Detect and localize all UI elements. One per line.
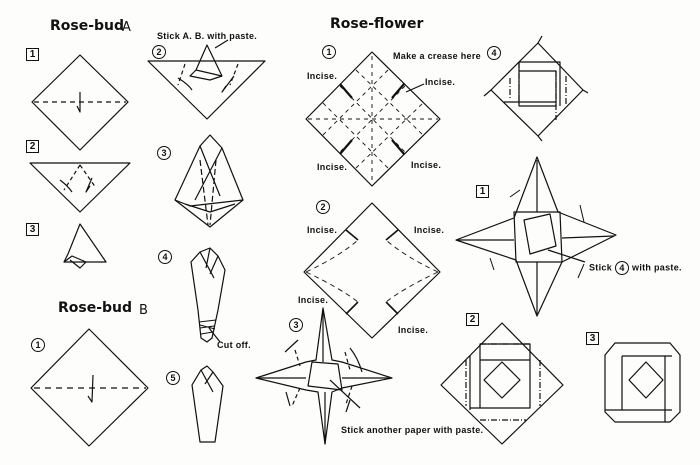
- incise-label: Incise.: [317, 162, 348, 172]
- stick-4-pre: Stick: [589, 262, 613, 273]
- make-crease-label: Make a crease here: [393, 51, 481, 61]
- rosebud-a-step3-diagram: [63, 223, 107, 269]
- rosebud-a-step-1: 1: [26, 48, 39, 61]
- incise-label: Incise.: [398, 325, 429, 335]
- roseflower-assembly-step-1: 1: [476, 185, 489, 198]
- roseflower-step-2: 2: [316, 200, 330, 214]
- roseflower-assembly-step-3: 3: [586, 332, 599, 345]
- roseflower-assembly2-diagram: [440, 322, 564, 445]
- rosebud-a-step2-diagram: [29, 162, 131, 213]
- rosebud-a-substep4-diagram: [190, 247, 226, 343]
- rosebud-a-step-3: 3: [26, 223, 39, 236]
- rosebud-b-title: Rose-bud: [58, 300, 133, 316]
- rosebud-a-substep-3: 3: [157, 146, 171, 160]
- roseflower-step2-diagram: [303, 202, 441, 339]
- rosebud-a-letter: A: [122, 20, 131, 35]
- incise-label: Incise.: [307, 71, 338, 81]
- incise-label: Incise.: [411, 160, 442, 170]
- stick-4-post: with paste.: [632, 262, 682, 273]
- rosebud-a-step1-diagram: [31, 54, 129, 151]
- rosebud-a-substep-2: 2: [152, 45, 166, 59]
- rosebud-b-step-5: 5: [166, 371, 180, 385]
- rosebud-a-title: Rose-bud: [50, 18, 125, 34]
- roseflower-step4-diagram: [483, 35, 589, 142]
- roseflower-step3-diagram: [255, 307, 393, 445]
- rosebud-a-substep3-diagram: [174, 134, 244, 228]
- incise-label: Incise.: [307, 225, 338, 235]
- rosebud-b-step1-diagram: [30, 328, 149, 447]
- roseflower-step-1: 1: [322, 45, 336, 59]
- roseflower-title: Rose-flower: [330, 16, 424, 32]
- roseflower-assembly1-diagram: [455, 156, 617, 317]
- roseflower-assembly3-diagram: [604, 342, 681, 423]
- rosebud-a-substep-4: 4: [158, 250, 172, 264]
- incise-label: Incise.: [298, 295, 329, 305]
- stick-4-number: 4: [615, 261, 630, 275]
- roseflower-step-4: 4: [487, 46, 501, 60]
- rosebud-b-letter: B: [139, 303, 148, 318]
- rosebud-b-step-1: 1: [31, 338, 45, 352]
- roseflower-step-3: 3: [289, 318, 303, 332]
- rosebud-a-substep2-diagram: [147, 39, 266, 120]
- roseflower-step1-diagram: [305, 51, 441, 187]
- stick-another-label: Stick another paper with paste.: [341, 425, 484, 435]
- cut-off-label: Cut off.: [217, 340, 251, 350]
- incise-label: Incise.: [414, 225, 445, 235]
- roseflower-assembly-step-2: 2: [466, 313, 479, 326]
- rosebud-a-step-2: 2: [26, 140, 39, 153]
- incise-label: Incise.: [425, 77, 456, 87]
- stick-ab-label: Stick A. B. with paste.: [157, 31, 258, 41]
- rosebud-b-step5-diagram: [191, 365, 224, 443]
